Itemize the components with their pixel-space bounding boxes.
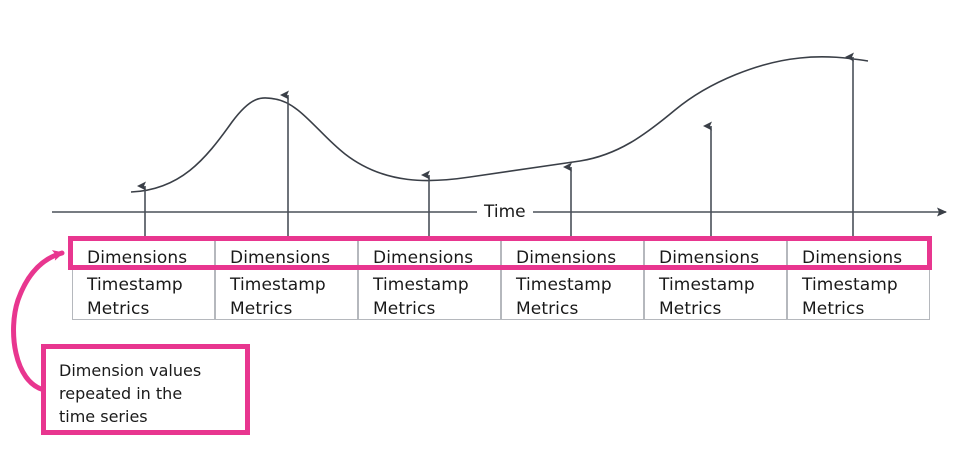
record-field-timestamp: Timestamp bbox=[516, 275, 612, 295]
record-field-metrics: Metrics bbox=[373, 299, 436, 319]
record-field-timestamp: Timestamp bbox=[802, 275, 898, 295]
record-box: Dimensions Timestamp Metrics bbox=[358, 237, 501, 320]
record-box: Dimensions Timestamp Metrics bbox=[501, 237, 644, 320]
record-field-timestamp: Timestamp bbox=[87, 275, 183, 295]
record-field-metrics: Metrics bbox=[516, 299, 579, 319]
record-field-timestamp: Timestamp bbox=[230, 275, 326, 295]
callout-line-1: Dimension values bbox=[59, 361, 202, 380]
callout-line-3: time series bbox=[59, 407, 148, 426]
record-field-timestamp: Timestamp bbox=[659, 275, 755, 295]
record-field-metrics: Metrics bbox=[659, 299, 722, 319]
callout-text: Dimension values repeated in the time se… bbox=[59, 359, 249, 428]
record-box: Dimensions Timestamp Metrics bbox=[215, 237, 358, 320]
callout-box: Dimension values repeated in the time se… bbox=[41, 344, 250, 435]
time-axis-label: Time bbox=[477, 203, 533, 221]
record-field-metrics: Metrics bbox=[87, 299, 150, 319]
callout-line-2: repeated in the bbox=[59, 384, 183, 403]
record-field-dimensions: Dimensions bbox=[659, 248, 760, 268]
record-field-dimensions: Dimensions bbox=[802, 248, 903, 268]
record-field-metrics: Metrics bbox=[230, 299, 293, 319]
record-field-timestamp: Timestamp bbox=[373, 275, 469, 295]
record-field-dimensions: Dimensions bbox=[516, 248, 617, 268]
record-box: Dimensions Timestamp Metrics bbox=[644, 237, 787, 320]
record-field-dimensions: Dimensions bbox=[87, 248, 188, 268]
record-field-dimensions: Dimensions bbox=[230, 248, 331, 268]
time-series-curve bbox=[130, 55, 869, 193]
record-field-metrics: Metrics bbox=[802, 299, 865, 319]
callout-connector-arrow bbox=[11, 250, 65, 393]
record-box: Dimensions Timestamp Metrics bbox=[72, 237, 215, 320]
record-box: Dimensions Timestamp Metrics bbox=[787, 237, 930, 320]
record-field-dimensions: Dimensions bbox=[373, 248, 474, 268]
